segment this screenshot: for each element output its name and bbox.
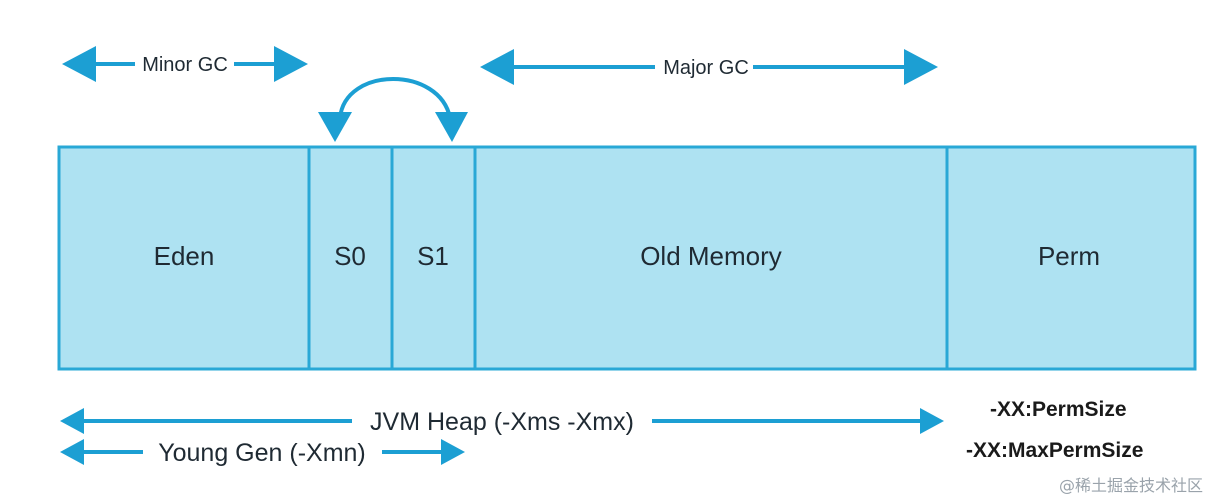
minor-gc-arrow: Minor GC — [62, 46, 308, 82]
perm-label: Perm — [1038, 241, 1100, 271]
s1-label: S1 — [417, 241, 449, 271]
jvm-heap-label: JVM Heap (-Xms -Xmx) — [370, 408, 634, 436]
segment-s1 — [390, 145, 477, 371]
arrow-right-icon — [920, 408, 944, 434]
label-mask — [154, 439, 370, 467]
arrow-left-icon — [60, 439, 84, 465]
major-gc-arrow: Major GC — [480, 49, 938, 85]
segment-perm — [945, 145, 1197, 371]
young-gen-range-arrow: Young Gen (-Xmn) — [60, 439, 465, 467]
segment-s0 — [307, 145, 394, 371]
max-perm-size-flag: -XX:MaxPermSize — [966, 439, 1144, 462]
swap-arrow-icon — [318, 77, 468, 142]
arrow-left-icon — [60, 408, 84, 434]
label-mask — [659, 57, 753, 79]
segment-eden — [57, 145, 311, 371]
label-mask — [366, 408, 638, 436]
minor-gc-label: Minor GC — [142, 54, 228, 76]
watermark: @稀土掘金技术社区 — [1058, 476, 1203, 495]
young-gen-label: Young Gen (-Xmn) — [158, 439, 366, 467]
arrow-right-icon — [441, 439, 465, 465]
perm-size-flag: -XX:PermSize — [990, 398, 1127, 421]
arrow-left-icon — [62, 46, 96, 82]
old-memory-label: Old Memory — [640, 241, 782, 271]
jvm-heap-range-arrow: JVM Heap (-Xms -Xmx) — [60, 408, 944, 436]
arrow-right-icon — [274, 46, 308, 82]
heap-bar: Eden S0 S1 Old Memory Perm — [57, 145, 1197, 371]
eden-label: Eden — [154, 241, 215, 271]
arrow-right-icon — [904, 49, 938, 85]
major-gc-label: Major GC — [663, 57, 749, 79]
segment-old-memory — [473, 145, 949, 371]
label-mask — [138, 54, 232, 76]
s0-label: S0 — [334, 241, 366, 271]
arrow-left-icon — [480, 49, 514, 85]
